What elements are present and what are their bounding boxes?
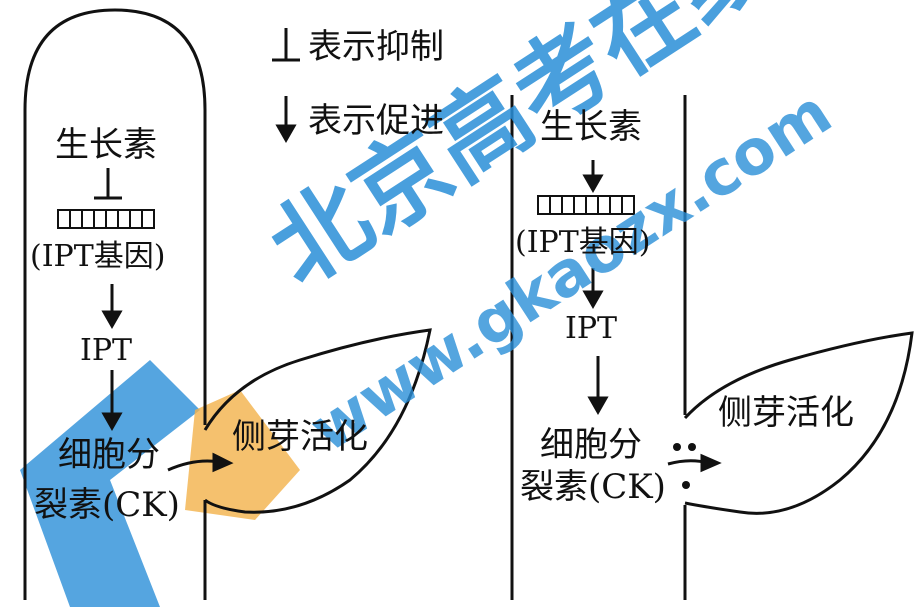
right-auxin-label: 生长素 <box>540 107 642 147</box>
right-ck-label-line1: 细胞分 <box>540 425 642 465</box>
right-arrows <box>582 160 722 473</box>
right-bud-outline <box>683 331 914 515</box>
left-bud-label: 侧芽活化 <box>232 417 368 457</box>
legend-promote-label: 表示促进 <box>308 101 444 141</box>
left-stem-outline <box>23 8 207 600</box>
left-ck-label-line1: 细胞分 <box>58 435 160 475</box>
left-auxin-label: 生长素 <box>55 125 157 165</box>
watermark-graphic <box>20 360 300 607</box>
left-ck-label-line2: 裂素(CK) <box>34 485 180 525</box>
left-ipt-label: IPT <box>80 333 133 368</box>
left-gene-label: (IPT基因) <box>30 239 166 274</box>
legend-promote-symbol <box>275 96 297 144</box>
right-gene-box <box>537 195 635 215</box>
right-gene-label: (IPT基因) <box>515 225 651 260</box>
watermark-orange-chevron <box>185 390 300 520</box>
legend-inhibit-symbol <box>272 28 300 62</box>
watermark-blue-chevron <box>20 360 200 607</box>
left-bud-outline <box>203 328 432 514</box>
ck-dots <box>673 443 696 489</box>
left-inhibit-symbol <box>94 168 122 200</box>
right-ck-label-line2: 裂素(CK) <box>520 467 666 507</box>
right-ipt-label: IPT <box>565 311 618 346</box>
right-bud-label: 侧芽活化 <box>718 393 854 433</box>
left-gene-box <box>57 209 155 229</box>
legend-inhibit-label: 表示抑制 <box>308 27 444 67</box>
left-arrows <box>101 284 234 473</box>
